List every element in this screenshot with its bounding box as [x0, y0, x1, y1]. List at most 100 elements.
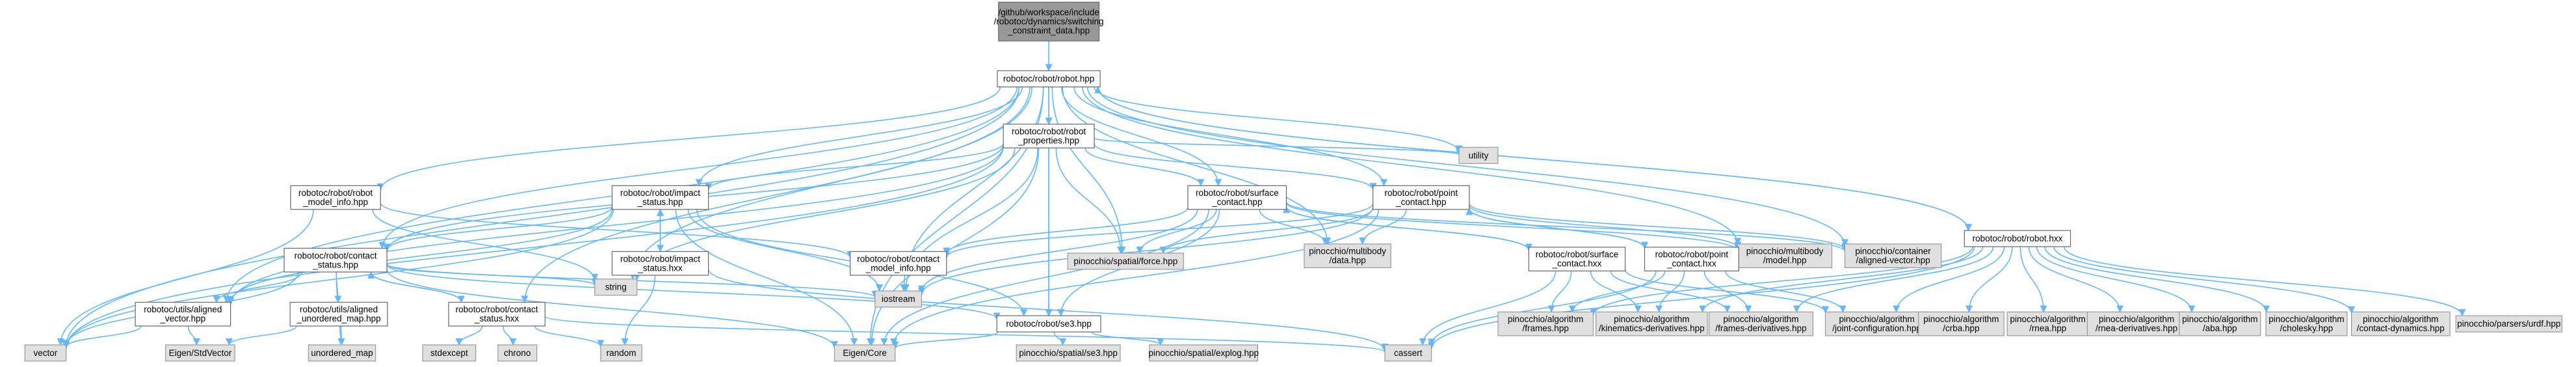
node-impact-status-hxx[interactable]: robotoc/robot/impact_status.hxx [611, 251, 709, 276]
edge-point_contact_hxx-to-cassert [1428, 271, 1657, 346]
edge-robot_hpp-to-robot_model_info [376, 87, 1001, 191]
node-label-line: _contact.hxx [1666, 259, 1716, 269]
edge-se3-to-eigen_core [891, 331, 999, 349]
node-vector[interactable]: vector [24, 344, 67, 362]
edge-point_contact_hpp-to-eigen_core [890, 209, 1380, 346]
node-root[interactable]: /github/workspace/include/robotoc/dynami… [994, 1, 1104, 42]
node-spatial-se3[interactable]: pinocchio/spatial/se3.hpp [1016, 344, 1121, 362]
node-alg-aba[interactable]: pinocchio/algorithm/aba.hpp [2179, 311, 2261, 336]
node-label-line: _constraint_data.hpp [1007, 26, 1090, 36]
node-box [2455, 315, 2562, 333]
node-box [1067, 252, 1184, 270]
node-multibody-data[interactable]: pinocchio/multibody/data.hpp [1304, 243, 1391, 268]
edge-robot_hpp-to-surface_contact_hpp [1061, 87, 1222, 187]
node-box [996, 315, 1101, 333]
node-alg-cholesky[interactable]: pinocchio/algorithm/cholesky.hpp [2265, 311, 2348, 336]
edge-impact_status_hpp-to-eigen_core [675, 209, 858, 346]
node-label-line: /contact-dynamics.hpp [2357, 323, 2445, 333]
edge-impact_status_hpp-to-utils_aligned_vector [227, 209, 613, 303]
node-utils-aligned-unordered[interactable]: robotoc/utils/aligned_unordered_map.hpp [289, 301, 388, 327]
edge-surface_contact_hpp-to-container_aligned [1285, 201, 1848, 252]
node-cassert[interactable]: cassert [1384, 344, 1432, 362]
node-eigen-core[interactable]: Eigen/Core [834, 344, 896, 362]
node-unordered-map[interactable]: unordered_map [308, 344, 376, 362]
node-box [849, 251, 947, 276]
edge-robot_hxx-to-alg_frames_deriv [1793, 246, 1994, 313]
node-label-line: pinocchio/algorithm [1723, 314, 1798, 324]
node-box [600, 344, 642, 362]
node-box [497, 344, 538, 362]
edge-se3-to-spatial_se3 [1053, 331, 1067, 346]
edge-robot_hxx-to-alg_frames [1589, 246, 1973, 316]
node-label-line: iostream [882, 294, 915, 304]
node-contact-model-info[interactable]: robotoc/robot/contact_model_info.hpp [849, 251, 947, 276]
node-contact-status-hpp[interactable]: robotoc/robot/contact_status.hpp [283, 247, 388, 273]
node-box [611, 185, 709, 210]
node-alg-joint-config[interactable]: pinocchio/algorithm/joint-configuration.… [1824, 311, 1929, 336]
edge-point_contact_hpp-to-multibody_model [1469, 205, 1742, 249]
node-alg-rnea-deriv[interactable]: pinocchio/algorithm/rnea-derivatives.hpp [2086, 311, 2187, 336]
edge-utils_aligned_unordered-to-unordered_map [337, 325, 345, 346]
node-alg-frames-deriv[interactable]: pinocchio/algorithm/frames-derivatives.h… [1709, 311, 1814, 336]
node-surface-contact-hxx[interactable]: robotoc/robot/surface_contact.hxx [1528, 247, 1626, 271]
node-utils-aligned-vector[interactable]: robotoc/utils/aligned_vector.hpp [135, 301, 231, 327]
node-label-line: pinocchio/spatial/se3.hpp [1019, 348, 1118, 358]
node-random[interactable]: random [600, 344, 642, 362]
node-alg-kin-deriv[interactable]: pinocchio/algorithm/kinematics-derivativ… [1596, 311, 1708, 336]
node-robot-model-info[interactable]: robotoc/robot/robot_model_info.hpp [290, 185, 381, 210]
node-eigen-stdvector[interactable]: Eigen/StdVector [165, 344, 235, 362]
node-spatial-explog[interactable]: pinocchio/spatial/explog.hpp [1148, 344, 1259, 362]
node-robot-props[interactable]: robotoc/robot/robot_properties.hpp [1003, 124, 1095, 148]
node-alg-crba[interactable]: pinocchio/algorithm/crba.hpp [1918, 311, 2004, 336]
node-box [165, 344, 235, 362]
edge-robot_hpp-to-vector [62, 87, 1020, 348]
node-box [1016, 344, 1121, 362]
node-box [422, 344, 477, 362]
node-iostream[interactable]: iostream [874, 290, 923, 308]
edge-robot_hpp-to-contact_status_hpp [378, 87, 1018, 249]
node-point-contact-hxx[interactable]: robotoc/robot/point_contact.hxx [1644, 247, 1739, 271]
edge-impact_status_hxx-to-random [621, 275, 656, 346]
node-label-line: /joint-configuration.hpp [1832, 323, 1921, 333]
node-parsers-urdf[interactable]: pinocchio/parsers/urdf.hpp [2455, 315, 2562, 333]
node-label-line: robotoc/robot/point [1655, 250, 1729, 260]
node-impact-status-hpp[interactable]: robotoc/robot/impact_status.hpp [611, 185, 709, 210]
node-label-line: /data.hpp [1329, 256, 1365, 265]
node-chrono[interactable]: chrono [497, 344, 538, 362]
node-box [1003, 124, 1095, 148]
edge-robot_hxx-to-alg_rnea [2019, 246, 2047, 313]
node-se3[interactable]: robotoc/robot/se3.hpp [996, 315, 1101, 333]
node-stdexcept[interactable]: stdexcept [422, 344, 477, 362]
node-alg-frames[interactable]: pinocchio/algorithm/frames.hpp [1497, 311, 1594, 336]
node-multibody-model[interactable]: pinocchio/multibody/model.hpp [1737, 243, 1833, 268]
node-robot-hxx[interactable]: robotoc/robot/robot.hxx [1964, 230, 2071, 247]
node-box [997, 70, 1101, 88]
node-string[interactable]: string [594, 279, 638, 296]
node-label-line: pinocchio/multibody [1746, 247, 1824, 256]
node-label-line: pinocchio/parsers/urdf.hpp [2457, 319, 2560, 329]
node-alg-contact-dyn[interactable]: pinocchio/algorithm/contact-dynamics.hpp [2351, 311, 2451, 336]
node-robot-hpp[interactable]: robotoc/robot/robot.hpp [997, 70, 1101, 88]
node-contact-status-hxx[interactable]: robotoc/robot/contact_status.hxx [448, 301, 545, 327]
node-surface-contact-hpp[interactable]: robotoc/robot/surface_contact.hpp [1187, 185, 1287, 210]
node-label-line: pinocchio/algorithm [2182, 314, 2257, 324]
node-label-line: pinocchio/spatial/explog.hpp [1148, 348, 1259, 358]
edge-robot_props-to-spatial_force [1055, 148, 1125, 254]
node-alg-rnea[interactable]: pinocchio/algorithm/rnea.hpp [2006, 311, 2089, 336]
node-label-line: /aligned-vector.hpp [1856, 256, 1930, 265]
edge-contact_status_hpp-to-eigen_core [386, 269, 838, 349]
node-utility[interactable]: utility [1458, 146, 1499, 164]
node-label-line: cassert [1394, 348, 1423, 358]
node-label-line: robotoc/robot/contact [295, 251, 377, 260]
node-spatial-force[interactable]: pinocchio/spatial/force.hpp [1067, 252, 1184, 270]
edge-robot_hxx-to-alg_kin_deriv [1699, 246, 1984, 313]
node-label-line: pinocchio/spatial/force.hpp [1073, 256, 1177, 266]
edge-contact_status_hpp-to-utils_aligned_vector [213, 271, 303, 303]
edge-robot_hxx-to-alg_crba [1965, 246, 2013, 313]
edge-robot_hpp-to-contact_status_hxx [521, 87, 1031, 303]
node-point-contact-hpp[interactable]: robotoc/robot/point_contact.hpp [1373, 185, 1470, 210]
edge-point_contact_hxx-to-alg_frames [1568, 271, 1666, 313]
node-label-line: pinocchio/algorithm [1839, 314, 1914, 324]
node-container-aligned[interactable]: pinocchio/container/aligned-vector.hpp [1844, 243, 1942, 268]
